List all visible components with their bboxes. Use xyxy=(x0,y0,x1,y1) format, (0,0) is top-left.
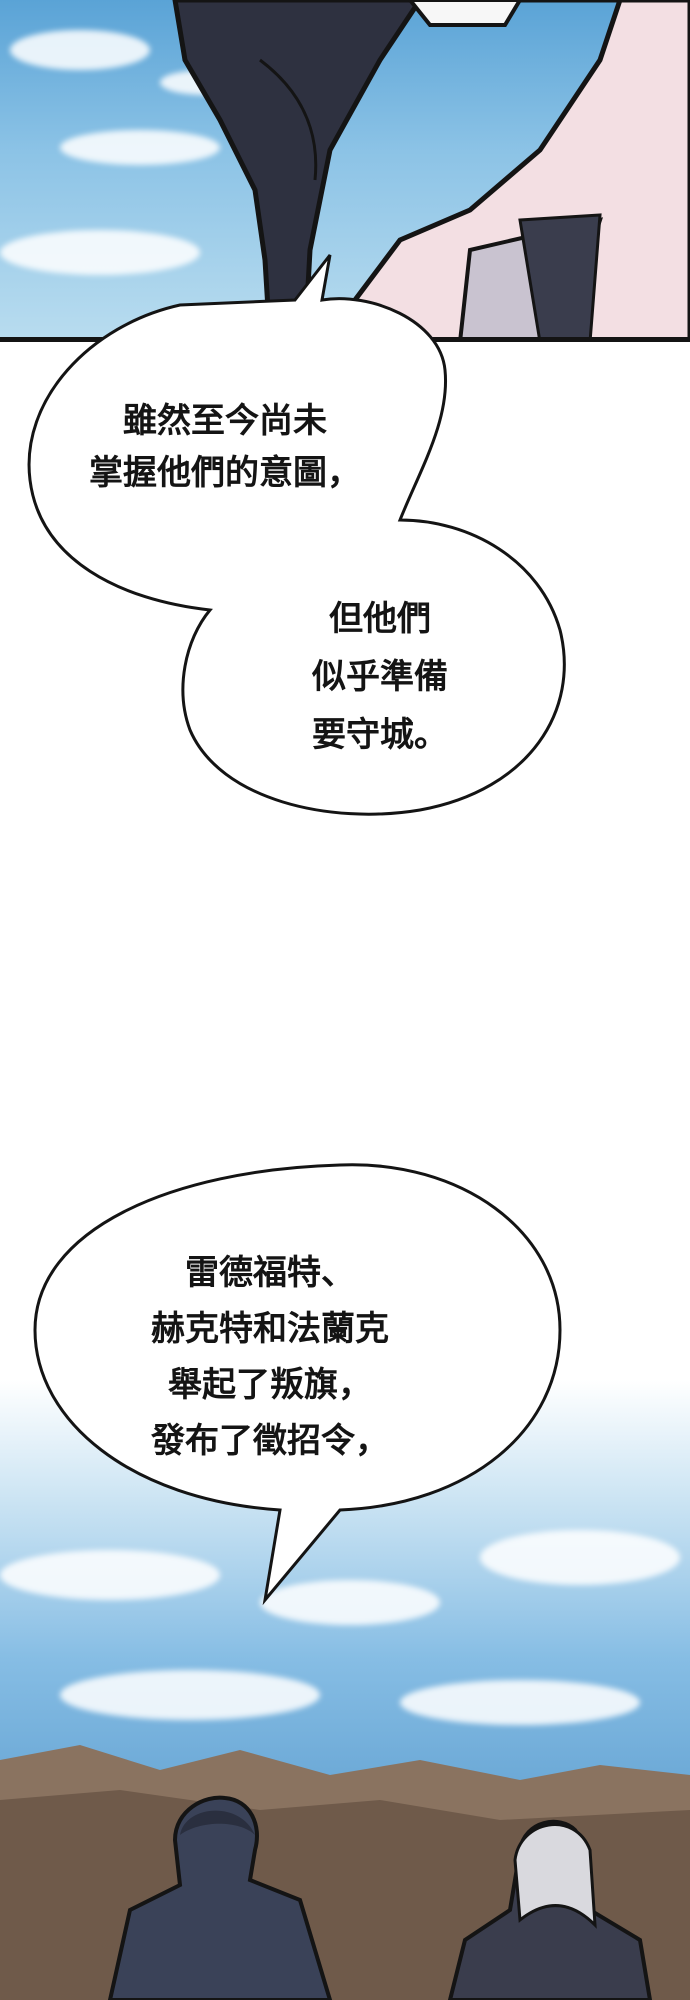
bottom-panel xyxy=(0,1380,690,2000)
cloud xyxy=(0,1550,220,1600)
cloud xyxy=(60,130,220,165)
cloud xyxy=(480,1530,680,1585)
cloud xyxy=(0,230,200,275)
bubble-1-text: 雖然至今尚未 掌握他們的意圖， xyxy=(60,395,390,499)
bubble-line: 雖然至今尚未 xyxy=(123,401,327,441)
bubble-3-text: 雷德福特、 赫克特和法蘭克 舉起了叛旗， 發布了徵招令， xyxy=(110,1245,430,1469)
bubble-line: 要守城。 xyxy=(312,715,448,755)
bubble-line: 赫克特和法蘭克 xyxy=(151,1309,389,1349)
cloud xyxy=(60,1670,320,1720)
bubble-line: 但他們 xyxy=(329,599,431,639)
bubble-2-text: 但他們 似乎準備 要守城。 xyxy=(270,590,490,764)
bubble-3-shape xyxy=(33,1163,562,1606)
cloud xyxy=(260,1580,440,1625)
character-illustration xyxy=(172,0,690,337)
bubble-line: 掌握他們的意圖， xyxy=(89,453,361,493)
top-panel xyxy=(0,0,690,342)
bubble-1-shape xyxy=(27,254,566,816)
landscape-illustration xyxy=(0,1745,690,2000)
bubble-line: 雷德福特、 xyxy=(185,1253,355,1293)
cloud xyxy=(400,1680,640,1725)
bubble-line: 舉起了叛旗， xyxy=(168,1365,372,1405)
bubble-line: 發布了徵招令， xyxy=(151,1421,389,1461)
cloud xyxy=(10,30,150,70)
bubble-line: 似乎準備 xyxy=(312,657,448,697)
